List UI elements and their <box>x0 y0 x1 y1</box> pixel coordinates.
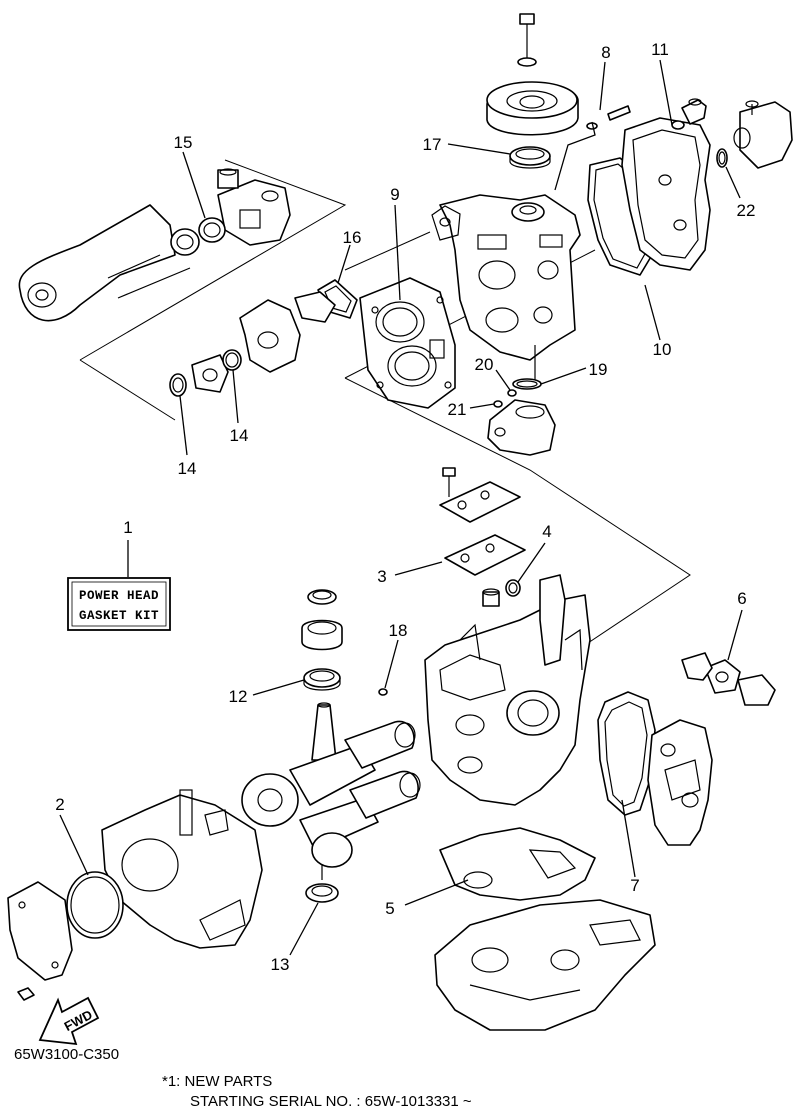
callout-4: 4 <box>542 522 551 541</box>
exhaust-cover <box>647 719 713 846</box>
fwd-arrow: FWD <box>38 996 100 1046</box>
part-11-plug <box>671 98 707 130</box>
intake-joint-plate <box>191 354 229 393</box>
callout-11: 11 <box>651 40 669 59</box>
callout-6: 6 <box>737 589 746 608</box>
crankshaft-bearing-top <box>301 589 343 651</box>
piston-lower <box>349 770 421 819</box>
thermostat-cover <box>733 100 793 169</box>
thermostat <box>681 652 713 681</box>
part-9-head-gasket <box>359 277 456 409</box>
callout-21: 21 <box>448 400 467 419</box>
water-pump-housing <box>487 399 556 456</box>
callout-10: 10 <box>653 340 672 359</box>
part-20-o-ring <box>507 389 517 397</box>
cover-bolt <box>17 987 35 1001</box>
carburetor <box>217 168 291 246</box>
cylinder-head-cover <box>621 117 711 271</box>
callout-14-upper: 14 <box>230 426 249 445</box>
callout-2: 2 <box>55 795 64 814</box>
callout-13: 13 <box>271 955 290 974</box>
part-12-oil-seal <box>303 668 341 691</box>
callout-17: 17 <box>423 135 442 154</box>
crankcase-cover <box>101 789 263 949</box>
callout-1: 1 <box>123 518 132 537</box>
crankcase-block <box>424 574 591 806</box>
flywheel-cover <box>486 13 579 136</box>
part-17-oil-seal <box>509 146 551 169</box>
part-19-o-ring <box>512 378 542 390</box>
thermostat-cap <box>737 674 776 706</box>
part-14-o-ring-a <box>169 373 187 397</box>
part-14-o-ring-b <box>222 349 242 371</box>
piston-upper <box>344 720 416 769</box>
part-15-gasket-ring <box>198 217 226 243</box>
part-7-exhaust-gasket <box>597 691 656 816</box>
callout-12: 12 <box>229 687 248 706</box>
callout-7: 7 <box>630 876 639 895</box>
crankshaft <box>241 702 379 880</box>
new-parts-note: *1: NEW PARTS <box>162 1073 273 1090</box>
part-21-o-ring <box>493 400 503 408</box>
callout-numbers: 1 2 3 4 5 6 7 8 9 10 11 12 13 14 14 15 1… <box>55 40 755 974</box>
lower-casing <box>434 899 656 1031</box>
drawing-code: 65W3100-C350 <box>14 1046 120 1063</box>
part-3-cover-plate <box>439 467 526 576</box>
callout-8: 8 <box>601 43 610 62</box>
callout-15: 15 <box>174 133 193 152</box>
cylinder-block-upper <box>431 194 581 385</box>
part-4-o-ring <box>505 579 521 597</box>
callout-5: 5 <box>385 899 394 918</box>
callout-18: 18 <box>389 621 408 640</box>
part-5-lower-gasket <box>439 827 596 901</box>
crankcase-cover-plate <box>7 881 73 981</box>
callout-3: 3 <box>377 567 386 586</box>
callout-9: 9 <box>390 185 399 204</box>
part-18-dowel <box>378 688 388 696</box>
part-22-o-ring <box>716 148 728 168</box>
kit-label-line2: GASKET KIT <box>79 609 159 623</box>
leader-lines <box>59 59 743 956</box>
callout-22: 22 <box>737 201 756 220</box>
intake-silencer <box>18 204 191 322</box>
serial-number-note: STARTING SERIAL NO. : 65W-1013331 ~ <box>190 1093 472 1110</box>
callout-20: 20 <box>475 355 494 374</box>
part-13-oil-seal <box>305 883 339 903</box>
kit-label-box: POWER HEAD GASKET KIT <box>67 577 171 631</box>
intake-joint <box>170 228 200 256</box>
callout-16: 16 <box>343 228 362 247</box>
group-outline-intake <box>79 159 347 421</box>
plug-bolt <box>482 588 500 607</box>
kit-label-line1: POWER HEAD <box>79 589 159 603</box>
part-2-cover-gasket <box>66 871 124 939</box>
reed-valve-assembly <box>239 291 336 373</box>
callout-19: 19 <box>589 360 608 379</box>
callout-14-lower: 14 <box>178 459 197 478</box>
